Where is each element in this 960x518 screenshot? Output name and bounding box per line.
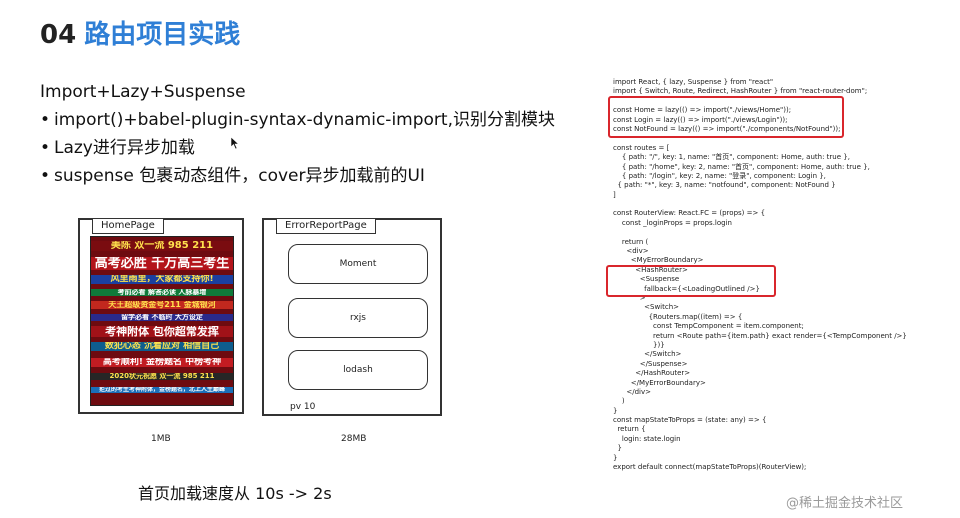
module-moment: Moment xyxy=(288,244,428,284)
code-line: const _loginProps = props.login xyxy=(613,218,732,227)
exam-poster-image: 美陈 双一流 985 211 高考必胜 千万高三考生 风里雨里，大家都支持你! … xyxy=(90,236,234,406)
poster-text: 考神附体 包你超常发挥 xyxy=(91,326,233,337)
bullet-dot: • xyxy=(40,166,51,186)
bullet-list: •import()+babel-plugin-syntax-dynamic-im… xyxy=(40,106,555,190)
code-line: })} xyxy=(613,340,665,349)
code-line: > xyxy=(613,293,646,302)
poster-text: 拒过的考生考神附体，金榜题名，北上人生巅峰 xyxy=(91,387,233,393)
code-listing: import React, { lazy, Suspense } from "r… xyxy=(613,78,907,472)
code-line: const Login = lazy(() => import("./views… xyxy=(613,115,788,124)
error-page-size: 28MB xyxy=(341,434,367,444)
code-line: <HashRouter> xyxy=(613,265,688,274)
code-line: { path: "/login", key: 2, name: "登录", co… xyxy=(613,171,826,180)
bullet-dot: • xyxy=(40,138,51,158)
error-report-page-frame: ErrorReportPage Moment rxjs lodash pv 10 xyxy=(262,218,442,416)
watermark: @稀土掘金技术社区 xyxy=(786,496,904,511)
code-line: login: state.login xyxy=(613,434,681,443)
poster-text: 高考顺利! 金榜题名 中榜考神 xyxy=(91,358,233,367)
code-line: const NotFound = lazy(() => import("./co… xyxy=(613,124,841,133)
bullet-item: •Lazy进行异步加载 xyxy=(40,134,555,162)
code-line: const routes = [ xyxy=(613,143,670,152)
lazy-import-highlight xyxy=(608,96,844,138)
slide-number: 04 xyxy=(40,20,77,50)
code-line: <MyErrorBoundary> xyxy=(613,256,704,265)
code-line: { path: "/home", key: 2, name: "首页", com… xyxy=(613,162,870,171)
code-line: const TempComponent = item.component; xyxy=(613,322,804,331)
code-line xyxy=(613,200,907,209)
pv-label: pv 10 xyxy=(290,402,316,412)
poster-text: 高考必胜 千万高三考生 xyxy=(91,257,233,270)
code-line: const RouterView: React.FC = (props) => … xyxy=(613,209,766,218)
poster-text: 留学必看 不临时 大方设定 xyxy=(91,314,233,321)
poster-text: 天王超级资金号211 金城银河 xyxy=(91,301,233,309)
poster-text: 2020状元祝愿 双一流 985 211 xyxy=(91,373,233,380)
code-line: } xyxy=(613,444,622,453)
code-line: import { Switch, Route, Redirect, HashRo… xyxy=(613,87,868,96)
code-line: { path: "/", key: 1, name: "首页", compone… xyxy=(613,153,850,162)
poster-text: 数犯心态 沉着应对 相信自己 xyxy=(91,342,233,351)
bullet-item: •import()+babel-plugin-syntax-dynamic-im… xyxy=(40,106,555,134)
module-label: rxjs xyxy=(350,313,366,323)
code-line: <Switch> xyxy=(613,303,680,312)
error-report-page-label: ErrorReportPage xyxy=(276,219,376,234)
code-line: } xyxy=(613,453,618,462)
code-line xyxy=(613,228,907,237)
code-line: <div> xyxy=(613,247,649,256)
code-line: return { xyxy=(613,425,646,434)
home-page-label: HomePage xyxy=(92,219,164,234)
slide-title-text: 路由项目实践 xyxy=(84,20,241,50)
code-line: export default connect(mapStateToProps)(… xyxy=(613,463,807,472)
code-line: return <Route path={item.path} exact ren… xyxy=(613,331,907,340)
code-line: </Switch> xyxy=(613,350,682,359)
mouse-cursor-icon xyxy=(230,136,240,150)
code-line: const Home = lazy(() => import("./views/… xyxy=(613,106,792,115)
poster-text: 考前必看 解答必读 人脉暴增 xyxy=(91,289,233,296)
code-line: } xyxy=(613,406,618,415)
code-line: { path: "*", key: 3, name: "notfound", c… xyxy=(613,181,836,190)
home-page-frame: HomePage 美陈 双一流 985 211 高考必胜 千万高三考生 风里雨里… xyxy=(78,218,244,414)
home-page-size: 1MB xyxy=(151,434,171,444)
bullet-text: import()+babel-plugin-syntax-dynamic-imp… xyxy=(54,110,555,130)
code-line: </MyErrorBoundary> xyxy=(613,378,706,387)
code-line: const mapStateToProps = (state: any) => … xyxy=(613,416,767,425)
code-line: </Suspense> xyxy=(613,359,688,368)
code-line: import React, { lazy, Suspense } from "r… xyxy=(613,78,774,86)
code-line: ] xyxy=(613,190,616,199)
bullet-text: Lazy进行异步加载 xyxy=(54,138,195,158)
code-line: return ( xyxy=(613,237,649,246)
speed-text: 首页加载速度从 10s -> 2s xyxy=(138,484,332,503)
code-line: {Routers.map((item) => { xyxy=(613,312,743,321)
module-rxjs: rxjs xyxy=(288,298,428,338)
module-lodash: lodash xyxy=(288,350,428,390)
bullet-text: suspense 包裹动态组件，cover异步加载前的UI xyxy=(54,166,425,186)
module-label: lodash xyxy=(343,365,373,375)
code-line: ) xyxy=(613,397,625,406)
code-line: fallback={<LoadingOutlined />} xyxy=(613,284,760,293)
module-label: Moment xyxy=(339,259,377,269)
suspense-highlight xyxy=(606,265,776,297)
poster-text: 美陈 双一流 985 211 xyxy=(91,241,233,251)
code-line: <Suspense xyxy=(613,275,680,284)
slide-subtitle: Import+Lazy+Suspense xyxy=(40,82,246,102)
bullet-dot: • xyxy=(40,110,51,130)
code-line: </HashRouter> xyxy=(613,369,691,378)
poster-text: 风里雨里，大家都支持你! xyxy=(91,275,233,284)
code-line: </div> xyxy=(613,387,651,396)
bullet-item: •suspense 包裹动态组件，cover异步加载前的UI xyxy=(40,162,555,190)
